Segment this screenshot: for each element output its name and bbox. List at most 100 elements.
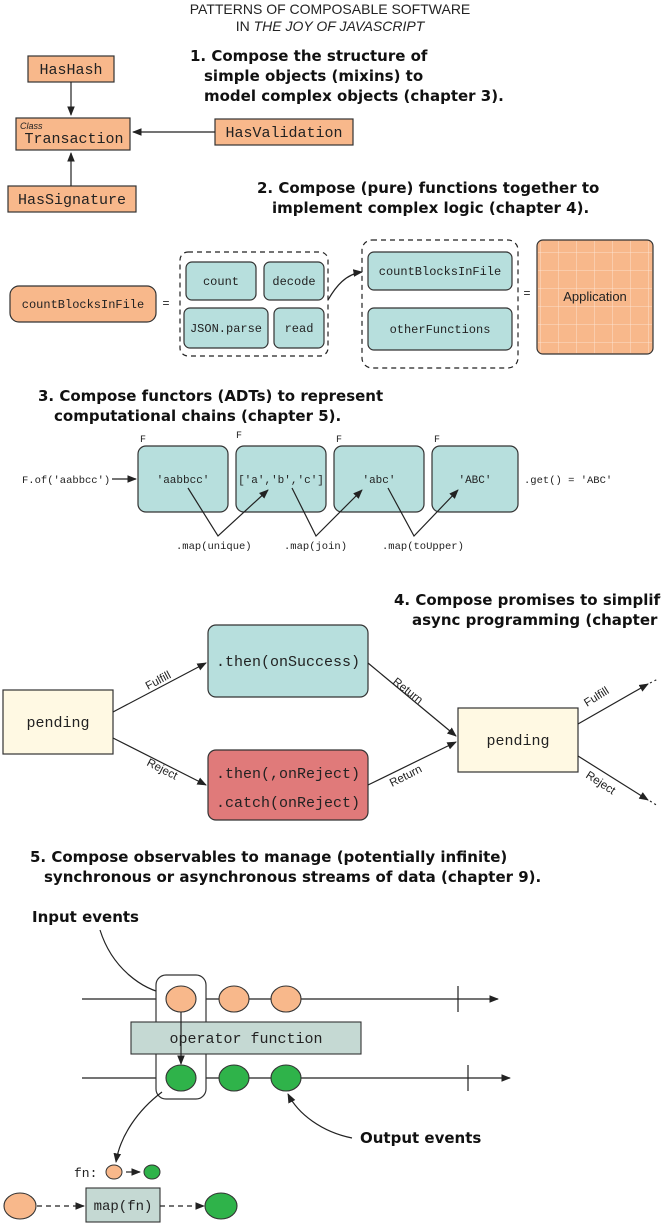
map-toupper-arrow [387,487,459,538]
functor-box-2: ['a','b','c'] [235,445,327,513]
map-detail-arrow [113,1091,163,1163]
hassignature-box: HasSignature [7,185,137,213]
return-arrow-top [367,662,457,737]
catch-reject-label: .catch(onReject) [216,795,360,812]
map-unique-label: .map(unique) [176,541,252,553]
operator-function-box: operator function [130,1021,362,1055]
output-events-arrow [287,1093,353,1139]
fulfill-arrow-left [112,662,207,713]
section2-heading-2: implement complex logic (chapter 4). [272,199,589,217]
otherfunctions-box: otherFunctions [367,307,513,351]
input-event-3 [270,985,302,1013]
title-line-1: PATTERNS OF COMPOSABLE SOFTWARE [190,1,471,17]
functor-value-2: ['a','b','c'] [238,475,324,487]
return-label-top: Return [390,676,425,707]
decode-box: decode [263,261,325,301]
hashash-label: HasHash [39,62,102,79]
pending-left-box: pending [2,689,114,755]
output-events-label: Output events [360,1129,481,1147]
section5-heading-2: synchronous or asynchronous streams of d… [44,868,541,886]
countblocks-inner-label: countBlocksInFile [379,265,501,279]
then-reject-box: .then(,onReject) .catch(onReject) [207,749,369,821]
f-label-2: F [236,431,242,442]
fulfill-label-right: Fulfill [582,685,611,709]
otherfunctions-label: otherFunctions [390,323,491,337]
transaction-label: Transaction [24,131,123,148]
get-label: .get() = 'ABC' [524,475,612,487]
functor-value-3: 'abc' [362,475,395,487]
map-join-label: .map(join) [284,541,347,553]
read-box: read [273,307,325,349]
decode-label: decode [272,275,315,289]
count-box: count [185,261,257,301]
pending-left-label: pending [26,715,89,732]
section4-heading-1: 4. Compose promises to simplify [394,591,661,609]
fulfill-label-left: Fulfill [144,669,173,692]
read-label: read [285,322,314,336]
functor-value-4: 'ABC' [458,475,491,487]
title-line-2: IN THE JOY OF JAVASCRIPT [236,18,426,34]
functor-box-4: 'ABC' [431,445,519,513]
json-parse-label: JSON.parse [190,322,262,336]
reject-label-left: Reject [145,757,180,783]
class-label: Class [20,121,43,131]
fulfill-dots-right [649,678,659,684]
functor-box-3: 'abc' [333,445,425,513]
section3-heading-2: computational chains (chapter 5). [54,407,341,425]
section4-heading-2: async programming (chapter 8). [412,611,661,629]
input-events-label: Input events [32,908,139,926]
json-parse-box: JSON.parse [183,307,269,349]
pending-right-box: pending [457,707,579,773]
output-event-3 [270,1064,302,1092]
countblocks-inner-box: countBlocksInFile [367,251,513,291]
countblocks-label: countBlocksInFile [22,298,144,312]
functor-box-1: 'aabbcc' [137,445,229,513]
f-label-3: F [336,435,342,446]
map-input-event [3,1192,37,1220]
map-fn-box: map(fn) [85,1187,161,1223]
section1-heading-3: model complex objects (chapter 3). [204,87,504,105]
title-line-2-italic: THE JOY OF JAVASCRIPT [254,18,426,34]
functor-value-1: 'aabbcc' [157,475,210,487]
map-fn-label: map(fn) [94,1199,153,1215]
reject-dots-right [649,800,659,807]
application-box: Application [536,239,654,355]
countblocks-box: countBlocksInFile [9,285,157,323]
map-join-arrow [291,487,363,538]
then-reject-label: .then(,onReject) [216,766,360,783]
hasvalidation-label: HasValidation [225,125,342,142]
reject-arrow-right [577,755,649,801]
then-success-box: .then(onSuccess) [207,624,369,698]
hashash-box: HasHash [27,55,115,83]
section5-heading-1: 5. Compose observables to manage (potent… [30,848,507,866]
fn-input-dot [105,1164,123,1180]
fof-label: F.of('aabbcc') [22,475,110,487]
reject-label-right: Reject [583,769,618,797]
return-label-bottom: Return [388,763,424,789]
input-event-2 [218,985,250,1013]
pending-right-label: pending [486,733,549,750]
section3-heading-1: 3. Compose functors (ADTs) to represent [38,387,383,405]
map-unique-arrow [187,487,269,537]
title-line-2-prefix: IN [236,18,254,34]
return-arrow-bottom [367,741,457,786]
fulfill-arrow-right [577,683,649,725]
application-label: Application [563,289,627,304]
operator-function-label: operator function [169,1031,322,1048]
composed-group-dashed [361,239,519,369]
hassignature-label: HasSignature [18,192,126,209]
equals-2: = [523,287,530,301]
hasvalidation-box: HasValidation [214,118,354,146]
f-label-1: F [140,435,146,446]
output-event-1 [165,1064,197,1092]
map-toupper-label: .map(toUpper) [382,541,464,553]
section1-heading-1: 1. Compose the structure of [190,47,428,65]
input-event-1 [165,985,197,1013]
then-success-label: .then(onSuccess) [216,654,360,671]
map-output-event [204,1192,238,1220]
equals-1: = [162,297,169,311]
compose-curve-arrow [327,269,363,301]
output-event-2 [218,1064,250,1092]
fn-output-dot [143,1164,161,1180]
